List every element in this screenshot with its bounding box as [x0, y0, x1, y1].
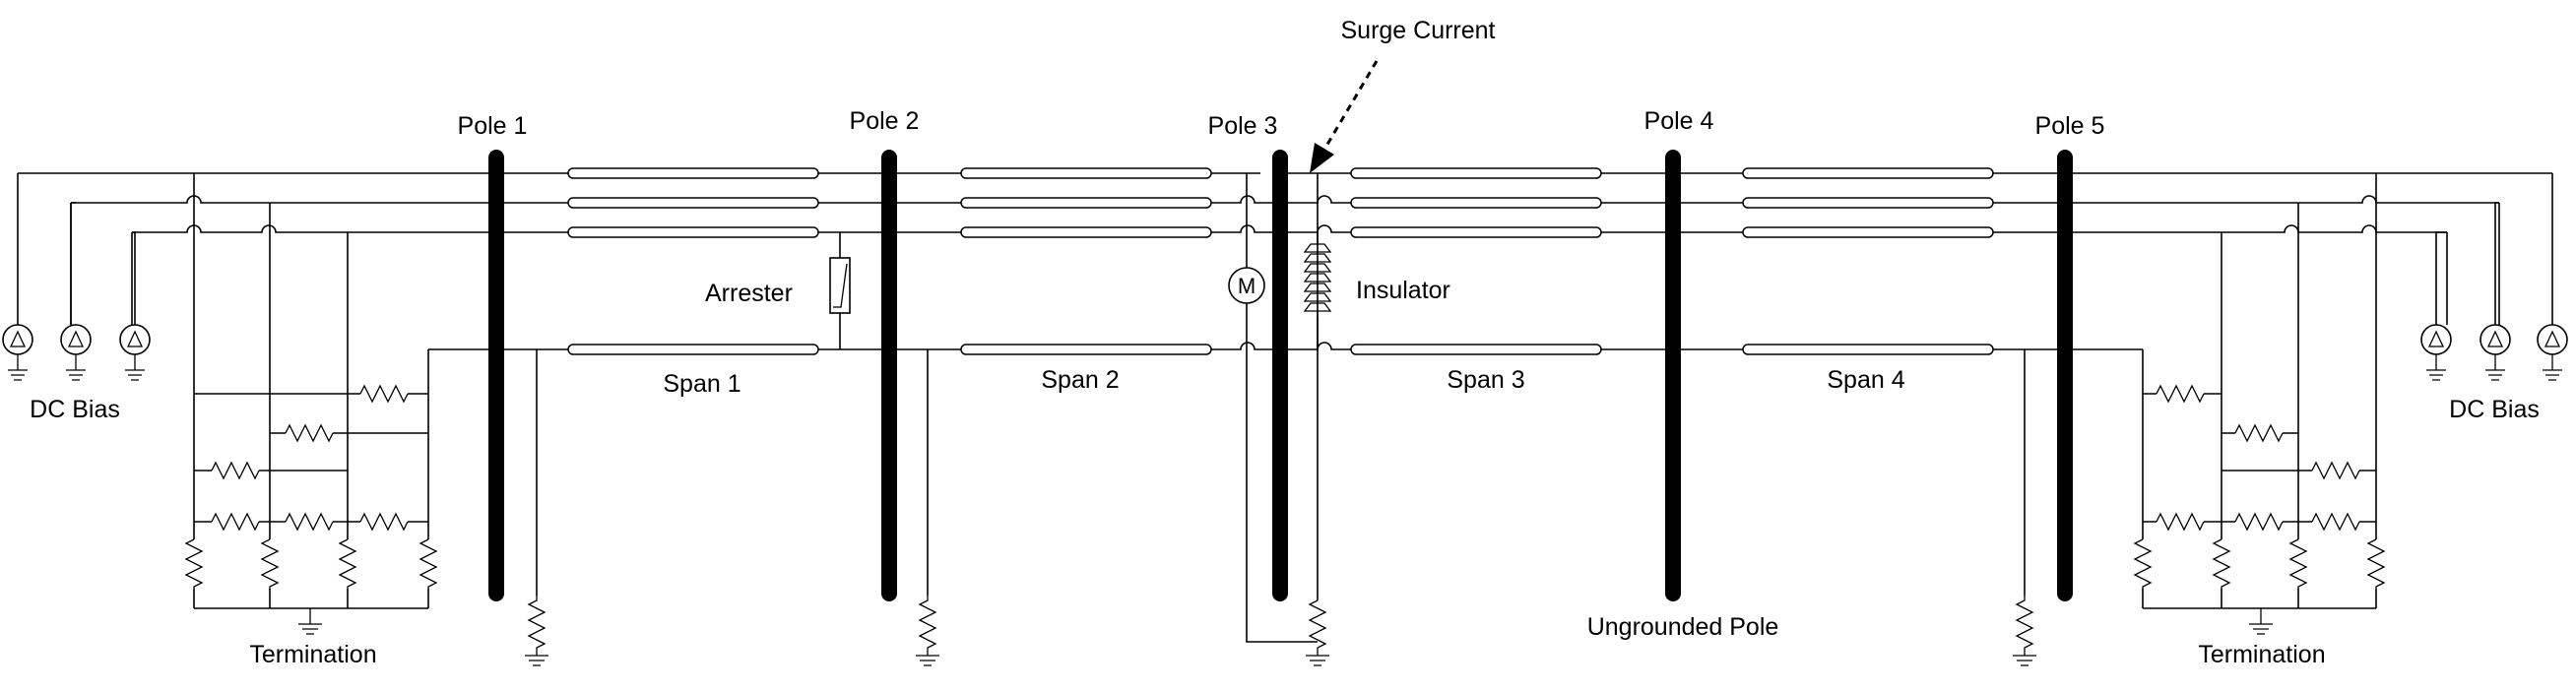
meter: M: [1228, 267, 1265, 304]
dc-sources-right: [2420, 202, 2568, 381]
source-drops-right: [2446, 173, 2553, 325]
resistor-icon: [285, 512, 334, 532]
coaxial-cable-icon: [1742, 197, 1994, 209]
resistor-icon: [1308, 599, 1327, 652]
pole-1-label: Pole 1: [458, 112, 528, 140]
span-2-label: Span 2: [1041, 366, 1119, 394]
span-3-label: Span 3: [1447, 366, 1524, 394]
coaxial-cable-icon: [567, 344, 819, 355]
resistor-icon: [359, 512, 409, 532]
termination-right-label: Termination: [2198, 641, 2325, 668]
meter-icon: [1228, 267, 1265, 304]
resistor-icon: [2156, 512, 2205, 532]
coaxial-cable-icon: [960, 167, 1212, 179]
arrow-head-icon: [1310, 143, 1334, 173]
resistor-icon: [2234, 512, 2284, 532]
resistor-icon: [2015, 596, 2034, 652]
coaxial-cable-icon: [1350, 197, 1602, 209]
resistor-icon: [285, 423, 334, 443]
ground-icon: [2249, 608, 2273, 635]
coaxial-cable-icon: [960, 344, 1212, 355]
cable-spans: [567, 167, 1994, 355]
resistor-icon: [260, 538, 280, 589]
dc-source-icon: [119, 324, 151, 381]
conductor-lower: [132, 224, 2447, 233]
dc-source-icon: [2, 324, 33, 381]
span-1-label: Span 1: [663, 370, 741, 398]
dc-source-icon: [2479, 324, 2511, 381]
resistor-icon: [211, 512, 260, 532]
surge-arrester: [829, 232, 851, 349]
coaxial-cable-icon: [960, 197, 1212, 209]
coaxial-cable-icon: [567, 167, 819, 179]
resistor-icon: [2156, 384, 2205, 404]
resistor-icon: [359, 384, 409, 404]
pole-3-label: Pole 3: [1208, 112, 1278, 140]
coaxial-cable-icon: [567, 226, 819, 238]
resistor-icon: [184, 538, 204, 589]
resistor-icon: [2212, 538, 2231, 589]
termination-left-label: Termination: [249, 641, 376, 668]
ground-icon: [525, 652, 548, 666]
coaxial-cable-icon: [567, 197, 819, 209]
ungrounded-pole-label: Ungrounded Pole: [1587, 613, 1779, 641]
ground-icon: [298, 608, 322, 635]
arrester-label: Arrester: [705, 280, 793, 307]
dc-source-icon: [2420, 324, 2452, 381]
insulator-label: Insulator: [1356, 277, 1450, 304]
termination-network-right: [2133, 173, 2386, 635]
coaxial-cable-icon: [1350, 167, 1602, 179]
resistor-icon: [2288, 538, 2308, 589]
coaxial-cable-icon: [1742, 226, 1994, 238]
coaxial-cable-icon: [960, 226, 1212, 238]
dc-source-icon: [60, 324, 92, 381]
dc-source-icon: [2537, 324, 2568, 381]
resistor-icon: [2311, 512, 2360, 532]
pole-5-label: Pole 5: [2035, 112, 2105, 140]
termination-network-left: [184, 173, 438, 635]
ground-icon: [1306, 652, 1329, 666]
ground-icon: [2013, 652, 2036, 666]
surge-current-label: Surge Current: [1340, 17, 1495, 44]
surge-arrester-icon: [829, 257, 851, 314]
insulator: [1303, 232, 1332, 349]
insulator-icon: [1303, 243, 1332, 317]
resistor-icon: [2366, 538, 2386, 589]
pole-4-label: Pole 4: [1644, 107, 1714, 135]
resistor-icon: [527, 596, 547, 652]
resistor-icon: [338, 538, 357, 589]
coaxial-cable-icon: [1350, 344, 1602, 355]
span-4-label: Span 4: [1827, 366, 1904, 394]
resistor-icon: [2133, 538, 2153, 589]
meter-label: M: [1238, 274, 1256, 298]
ground-icon: [916, 652, 939, 666]
resistor-icon: [2234, 423, 2284, 443]
resistor-icon: [419, 538, 438, 589]
dc-bias-left-label: DC Bias: [30, 396, 120, 423]
pole-2-label: Pole 2: [850, 107, 920, 135]
coaxial-cable-icon: [1350, 226, 1602, 238]
coaxial-cable-icon: [1742, 344, 1994, 355]
dc-bias-right-label: DC Bias: [2449, 396, 2540, 423]
resistor-icon: [211, 461, 260, 480]
surge-current-arrow: [1310, 60, 1379, 173]
coaxial-cable-icon: [1742, 167, 1994, 179]
dc-sources-left: [2, 202, 151, 381]
resistor-icon: [2311, 461, 2360, 480]
source-drops-left: [17, 173, 133, 325]
resistor-icon: [918, 596, 937, 652]
poles: [488, 150, 2073, 601]
labels: Pole 1 Pole 2 Pole 3 Pole 4 Pole 5 Surge…: [30, 17, 2540, 668]
